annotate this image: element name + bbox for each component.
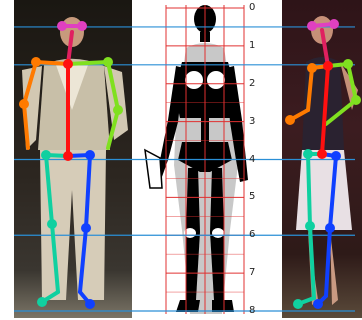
shin-left bbox=[80, 228, 86, 292]
knee-right bbox=[212, 228, 224, 238]
joint-shoulder-right bbox=[31, 57, 41, 67]
lung-left bbox=[185, 71, 203, 89]
thigh-left bbox=[330, 156, 336, 228]
joint-hip-left bbox=[85, 150, 95, 160]
foot-left bbox=[176, 300, 200, 312]
joint-head-left bbox=[57, 21, 67, 31]
thigh-right bbox=[46, 155, 52, 224]
foot-right bbox=[212, 300, 234, 312]
joint-knee-left bbox=[325, 223, 335, 233]
joint-foot-left bbox=[313, 299, 323, 309]
joint-foot-right bbox=[293, 299, 303, 309]
scale-tick-label: 3 bbox=[249, 117, 261, 127]
thigh-left bbox=[86, 155, 90, 228]
joint-elbow-right bbox=[19, 99, 29, 109]
joint-neck bbox=[63, 59, 73, 69]
joint-pelvis bbox=[63, 151, 73, 161]
shin-right bbox=[52, 224, 58, 292]
joint-head-right bbox=[77, 21, 87, 31]
pose-joints-right bbox=[285, 19, 361, 309]
joint-elbow-left bbox=[351, 95, 361, 105]
joint-elbow-left bbox=[113, 105, 123, 115]
joint-knee-right bbox=[305, 221, 315, 231]
scale-tick-label: 5 bbox=[249, 192, 261, 202]
joint-hip-right bbox=[303, 149, 313, 159]
hand-left bbox=[145, 150, 162, 188]
scale-tick-label: 2 bbox=[249, 79, 261, 89]
joint-shoulder-right bbox=[307, 63, 317, 73]
joint-knee-right bbox=[47, 219, 57, 229]
joint-foot-left bbox=[85, 299, 95, 309]
lung-right bbox=[207, 71, 225, 89]
joint-neck bbox=[323, 61, 333, 71]
scale-tick-label: 4 bbox=[249, 155, 261, 165]
scale-tick-label: 7 bbox=[249, 268, 261, 278]
neck-segment bbox=[322, 30, 328, 66]
upper-arm-right bbox=[24, 62, 36, 104]
forearm-left bbox=[108, 110, 118, 148]
thigh-right bbox=[308, 154, 310, 226]
joint-foot-right bbox=[37, 297, 47, 307]
scale-tick-label: 6 bbox=[249, 230, 261, 240]
joint-head-left bbox=[307, 21, 317, 31]
joint-pelvis bbox=[317, 149, 327, 159]
scale-tick-label: 8 bbox=[249, 306, 261, 316]
joint-hip-right bbox=[41, 150, 51, 160]
upper-arm-left bbox=[348, 64, 356, 100]
pose-joints-left bbox=[19, 21, 123, 309]
joint-knee-left bbox=[81, 223, 91, 233]
upper-arm-right bbox=[308, 68, 312, 110]
shin-right bbox=[310, 226, 314, 298]
upper-arm-left bbox=[108, 62, 118, 110]
joint-shoulder-left bbox=[343, 59, 353, 69]
joint-hip-left bbox=[331, 151, 341, 161]
forearm-right bbox=[24, 104, 28, 148]
scale-tick-label: 0 bbox=[249, 3, 261, 13]
spine-segment bbox=[322, 66, 328, 154]
shoulder-segment-left bbox=[68, 62, 108, 64]
scale-tick-label: 1 bbox=[249, 41, 261, 51]
joint-head-right bbox=[329, 19, 339, 29]
shin-left bbox=[326, 228, 330, 296]
joint-wrist-right bbox=[285, 115, 295, 125]
joint-shoulder-left bbox=[103, 57, 113, 67]
forearm-left bbox=[326, 100, 356, 124]
